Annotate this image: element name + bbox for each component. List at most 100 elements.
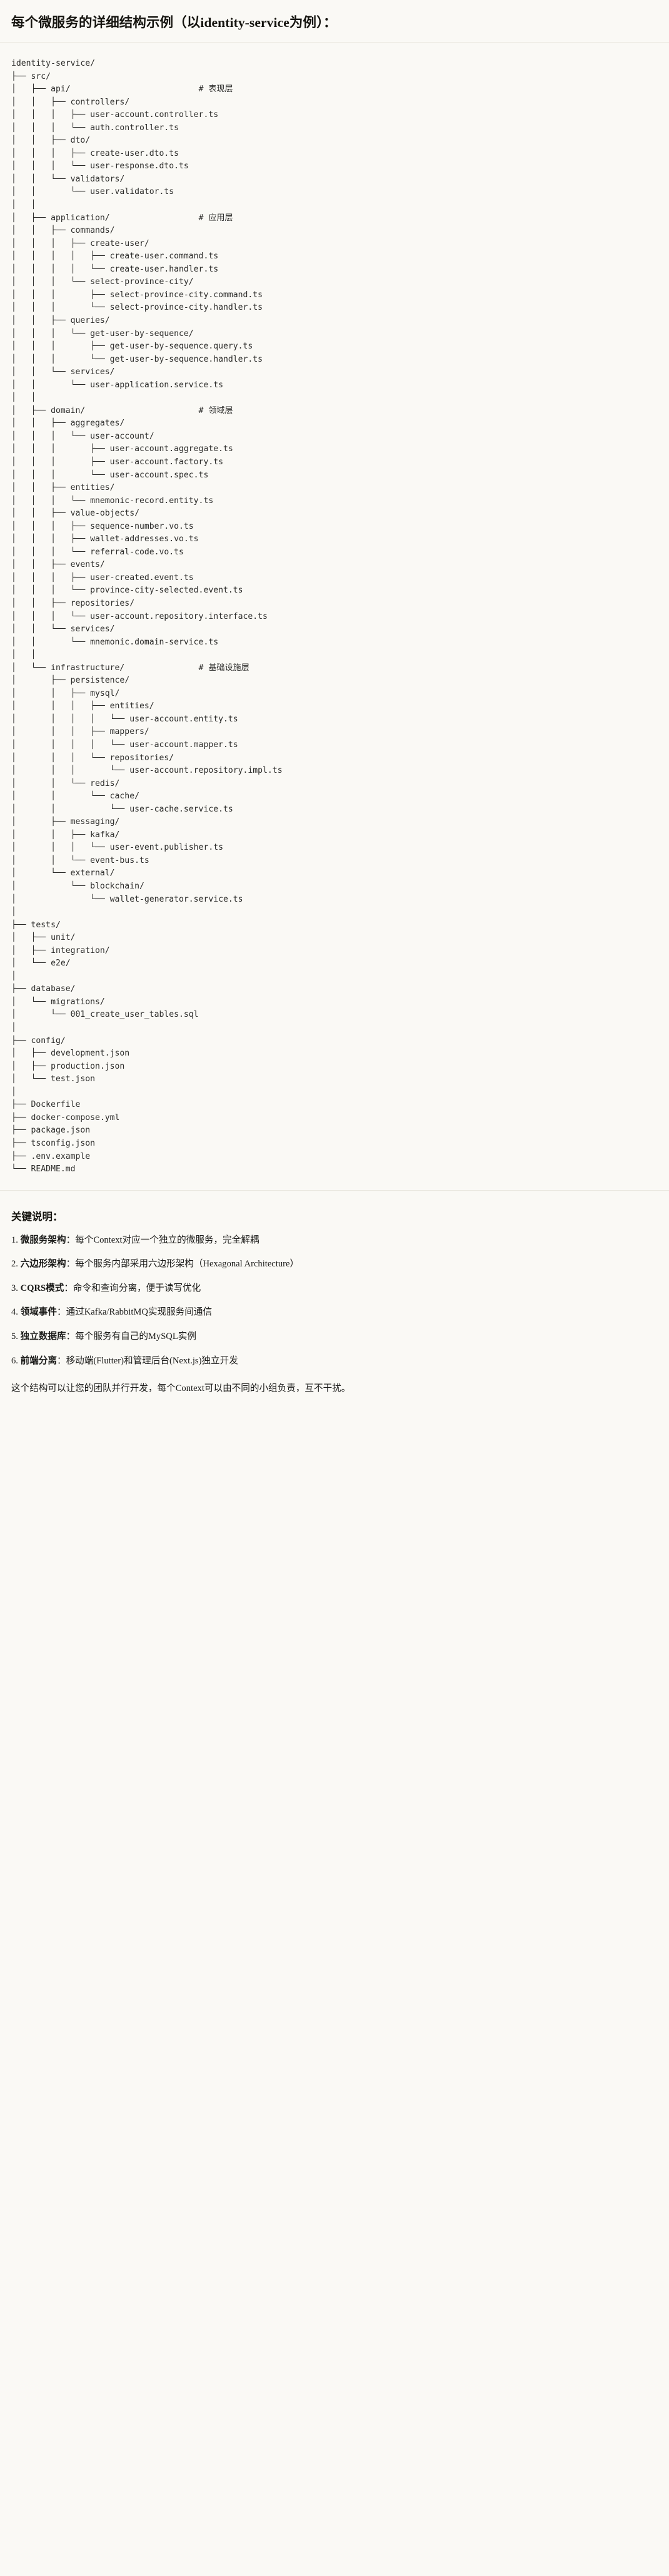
key-note-term: 六边形架构 (20, 1259, 66, 1270)
tree-line: ├── .env.example (11, 1151, 91, 1161)
tree-line: │ │ ├── commands/ (11, 226, 115, 236)
key-notes-title: 关键说明： (11, 1210, 63, 1223)
tree-line: │ │ │ ├── user-account.controller.ts (11, 110, 219, 120)
tree-line: │ │ ├── dto/ (11, 136, 91, 146)
key-note-description: ：每个服务内部采用六边形架构（Hexagonal Architecture） (66, 1259, 299, 1270)
key-note-item: 3. CQRS模式：命令和查询分离，便于读写优化 (11, 1281, 658, 1296)
tree-line: │ ├── persistence/ (11, 676, 130, 686)
tree-line: │ │ │ ├── mappers/ (11, 727, 149, 737)
tree-line: │ │ │ ├── get-user-by-sequence.query.ts (11, 342, 253, 352)
key-note-description: ：命令和查询分离，便于读写优化 (64, 1283, 201, 1293)
tree-line: │ │ │ └── province-city-selected.event.t… (11, 586, 243, 596)
tree-line: │ ├── api/ # 表现层 (11, 84, 233, 94)
tree-line: │ │ └── user-application.service.ts (11, 380, 223, 390)
tree-line: │ │ │ └── user-account.spec.ts (11, 470, 209, 480)
key-note-item: 4. 领域事件：通过Kafka/RabbitMQ实现服务间通信 (11, 1305, 658, 1320)
tree-line: │ │ │ ├── wallet-addresses.vo.ts (11, 534, 199, 544)
page-header: 每个微服务的详细结构示例（以identity-service为例）： (0, 0, 669, 43)
tree-line: ├── tests/ (11, 920, 61, 930)
page-title: 每个微服务的详细结构示例（以identity-service为例）： (11, 15, 337, 30)
tree-line: │ (11, 1087, 16, 1097)
tree-line: │ │ │ │ └── user-account.mapper.ts (11, 740, 238, 750)
tree-line: │ ├── domain/ # 领域层 (11, 405, 233, 415)
tree-line: │ ├── unit/ (11, 933, 76, 943)
tree-line: │ (11, 971, 16, 981)
tree-line: │ │ └── redis/ (11, 778, 120, 788)
tree-line: │ └── blockchain/ (11, 882, 144, 892)
tree-line: │ │ ├── events/ (11, 560, 105, 570)
tree-line: │ │ │ └── get-user-by-sequence/ (11, 328, 194, 339)
tree-line: │ │ └── services/ (11, 367, 115, 377)
tree-line: │ │ │ └── select-province-city.handler.t… (11, 303, 263, 313)
tree-line: │ ├── development.json (11, 1049, 130, 1059)
tree-line: │ │ └── event-bus.ts (11, 855, 149, 865)
tree-line: │ │ ├── queries/ (11, 315, 110, 325)
tree-line: │ │ │ └── user-account.repository.impl.t… (11, 766, 283, 776)
tree-line: │ │ │ ├── user-created.event.ts (11, 573, 194, 583)
tree-line: │ │ ├── kafka/ (11, 830, 120, 840)
tree-line: │ │ ├── entities/ (11, 483, 115, 493)
tree-line: │ │ ├── controllers/ (11, 97, 130, 107)
tree-line: │ ├── application/ # 应用层 (11, 213, 233, 223)
tree-line-comment: # 领域层 (198, 405, 233, 415)
tree-line: ├── Dockerfile (11, 1100, 81, 1110)
tree-line: │ │ │ ├── user-account.factory.ts (11, 457, 223, 467)
key-note-item: 5. 独立数据库：每个服务有自己的MySQL实例 (11, 1330, 658, 1344)
key-note-term: 领域事件 (20, 1307, 57, 1318)
tree-line: │ │ │ │ └── user-account.entity.ts (11, 714, 238, 724)
tree-line: │ │ │ └── mnemonic-record.entity.ts (11, 496, 214, 506)
key-note-description: ：每个服务有自己的MySQL实例 (66, 1331, 196, 1342)
tree-line: │ │ │ └── repositories/ (11, 753, 174, 763)
tree-line: │ │ ├── value-objects/ (11, 509, 139, 519)
tree-line: │ │ │ ├── entities/ (11, 701, 154, 711)
key-note-description: ：每个Context对应一个独立的微服务，完全解耦 (66, 1235, 259, 1245)
key-note-number: 5. (11, 1331, 21, 1342)
tree-line-comment: # 基础设施层 (198, 663, 249, 673)
tree-line: │ │ └── validators/ (11, 174, 125, 184)
tree-line: │ ├── messaging/ (11, 817, 120, 827)
tree-line: │ └── e2e/ (11, 959, 71, 969)
key-note-term: 独立数据库 (20, 1331, 66, 1342)
tree-line: │ └── infrastructure/ # 基础设施层 (11, 663, 249, 673)
key-note-term: 微服务架构 (20, 1235, 66, 1245)
key-note-number: 4. (11, 1307, 21, 1318)
tree-line: │ └── 001_create_user_tables.sql (11, 1010, 199, 1020)
tree-line: │ ├── production.json (11, 1061, 125, 1071)
tree-line: └── README.md (11, 1164, 76, 1174)
tree-line: │ │ (11, 200, 36, 210)
key-notes-section: 关键说明： 1. 微服务架构：每个Context对应一个独立的微服务，完全解耦 2… (0, 1189, 669, 1418)
tree-line-comment: # 表现层 (198, 84, 233, 94)
key-note-number: 2. (11, 1259, 21, 1270)
tree-line: │ │ │ ├── create-user.dto.ts (11, 148, 179, 158)
tree-line: │ │ (11, 393, 36, 403)
key-note-term: 前端分离 (20, 1355, 57, 1366)
tree-line: │ │ │ │ └── create-user.handler.ts (11, 264, 219, 274)
tree-line: ├── src/ (11, 71, 51, 81)
key-note-item: 6. 前端分离：移动端(Flutter)和管理后台(Next.js)独立开发 (11, 1354, 658, 1368)
tree-line: │ │ │ ├── select-province-city.command.t… (11, 290, 263, 300)
tree-line: │ │ └── services/ (11, 624, 115, 634)
tree-line: │ │ │ ├── sequence-number.vo.ts (11, 521, 194, 531)
tree-line: │ │ │ ├── user-account.aggregate.ts (11, 444, 233, 454)
directory-tree-block: identity-service/├── src/│ ├── api/ # 表现… (0, 43, 669, 1190)
tree-line: │ │ │ └── select-province-city/ (11, 277, 194, 287)
tree-line: │ └── test.json (11, 1074, 96, 1084)
tree-line: │ │ ├── repositories/ (11, 598, 135, 608)
tree-line: │ │ │ └── user-event.publisher.ts (11, 843, 223, 853)
tree-line: ├── config/ (11, 1036, 66, 1046)
key-note-description: ：通过Kafka/RabbitMQ实现服务间通信 (56, 1307, 213, 1318)
tree-line: │ ├── integration/ (11, 945, 110, 955)
key-note-number: 6. (11, 1355, 21, 1366)
directory-tree: identity-service/├── src/│ ├── api/ # 表现… (11, 58, 658, 1176)
tree-line: │ └── external/ (11, 868, 115, 878)
tree-line: │ │ │ └── referral-code.vo.ts (11, 547, 184, 557)
tree-line: │ │ │ └── user-account/ (11, 431, 154, 441)
key-note-term: CQRS模式 (20, 1283, 64, 1293)
tree-line: │ (11, 1023, 16, 1033)
tree-line: │ │ └── mnemonic.domain-service.ts (11, 637, 219, 647)
tree-line: │ │ └── cache/ (11, 792, 139, 802)
key-note-number: 1. (11, 1235, 21, 1245)
tree-line: │ │ │ └── get-user-by-sequence.handler.t… (11, 354, 263, 364)
tree-line: │ │ │ └── auth.controller.ts (11, 123, 179, 133)
tree-line: │ │ ├── aggregates/ (11, 419, 125, 429)
